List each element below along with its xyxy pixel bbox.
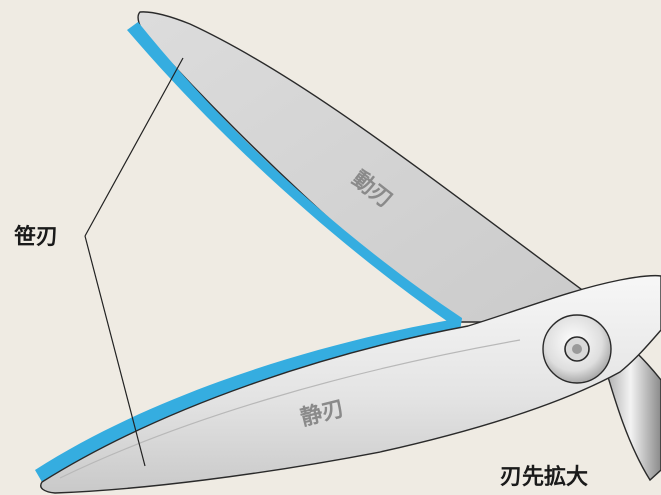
fixed-blade bbox=[40, 274, 661, 494]
caption: 刃先拡大 bbox=[500, 465, 588, 490]
pivot-screw bbox=[542, 314, 612, 384]
fixed-blade-edge bbox=[35, 318, 462, 482]
flat-blade-leader-lower bbox=[84, 235, 146, 467]
fixed-blade-bevel bbox=[59, 339, 521, 479]
flat-blade-leader-upper bbox=[84, 57, 184, 237]
flat-blade-label: 笹刃 bbox=[14, 224, 58, 250]
moving-blade-edge bbox=[127, 22, 462, 330]
